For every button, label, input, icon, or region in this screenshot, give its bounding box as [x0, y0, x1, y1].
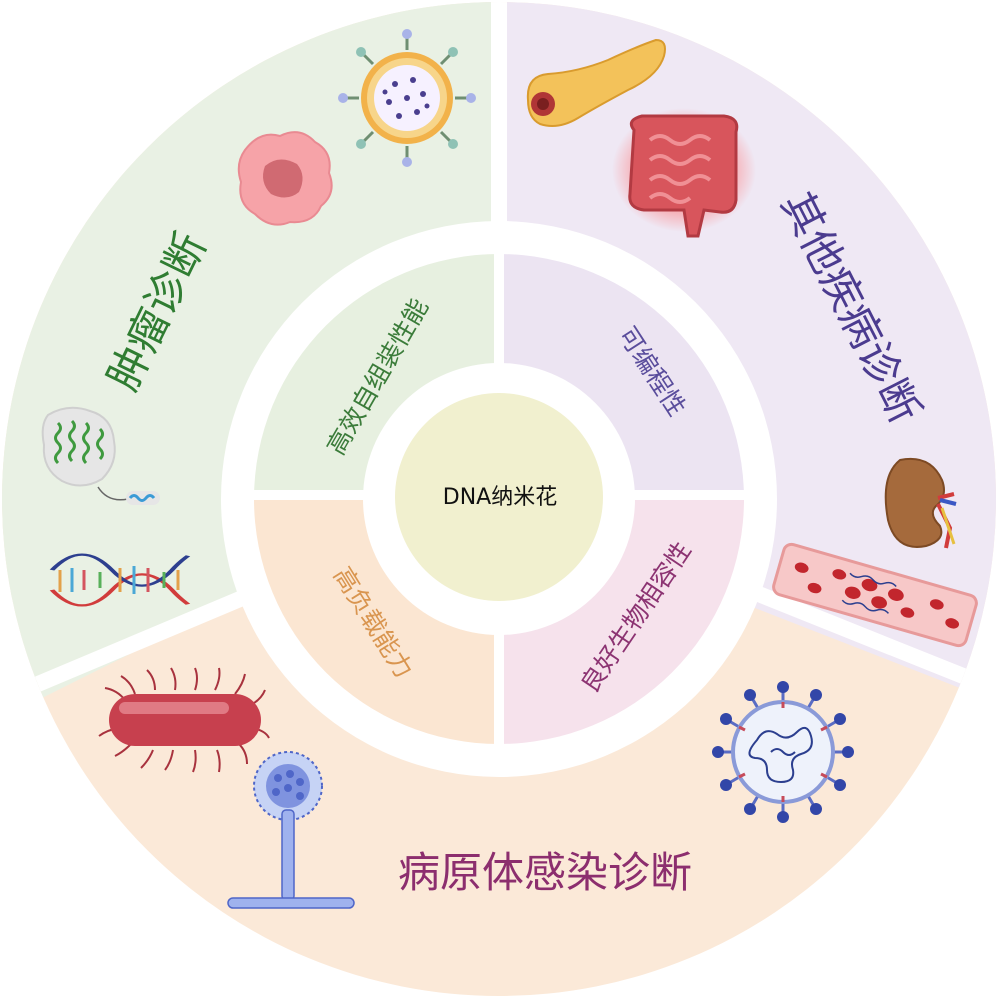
bacterium-icon [98, 667, 270, 773]
intestine-icon [612, 108, 756, 238]
tumor-cell-icon [237, 131, 333, 226]
fungus-icon [227, 751, 355, 909]
protein-icon [41, 406, 160, 505]
center-label: DNA纳米花 [443, 485, 557, 510]
exosome-icon [338, 29, 476, 167]
pancreas-icon [526, 38, 666, 127]
kidney-icon [884, 458, 957, 549]
dna-helix-icon [49, 553, 191, 607]
blood-vessel-icon [772, 542, 978, 648]
application-pathogen-diagnosis: 病原体感染诊断 [398, 848, 692, 897]
virus-icon [712, 681, 854, 823]
center-circle [395, 393, 603, 601]
